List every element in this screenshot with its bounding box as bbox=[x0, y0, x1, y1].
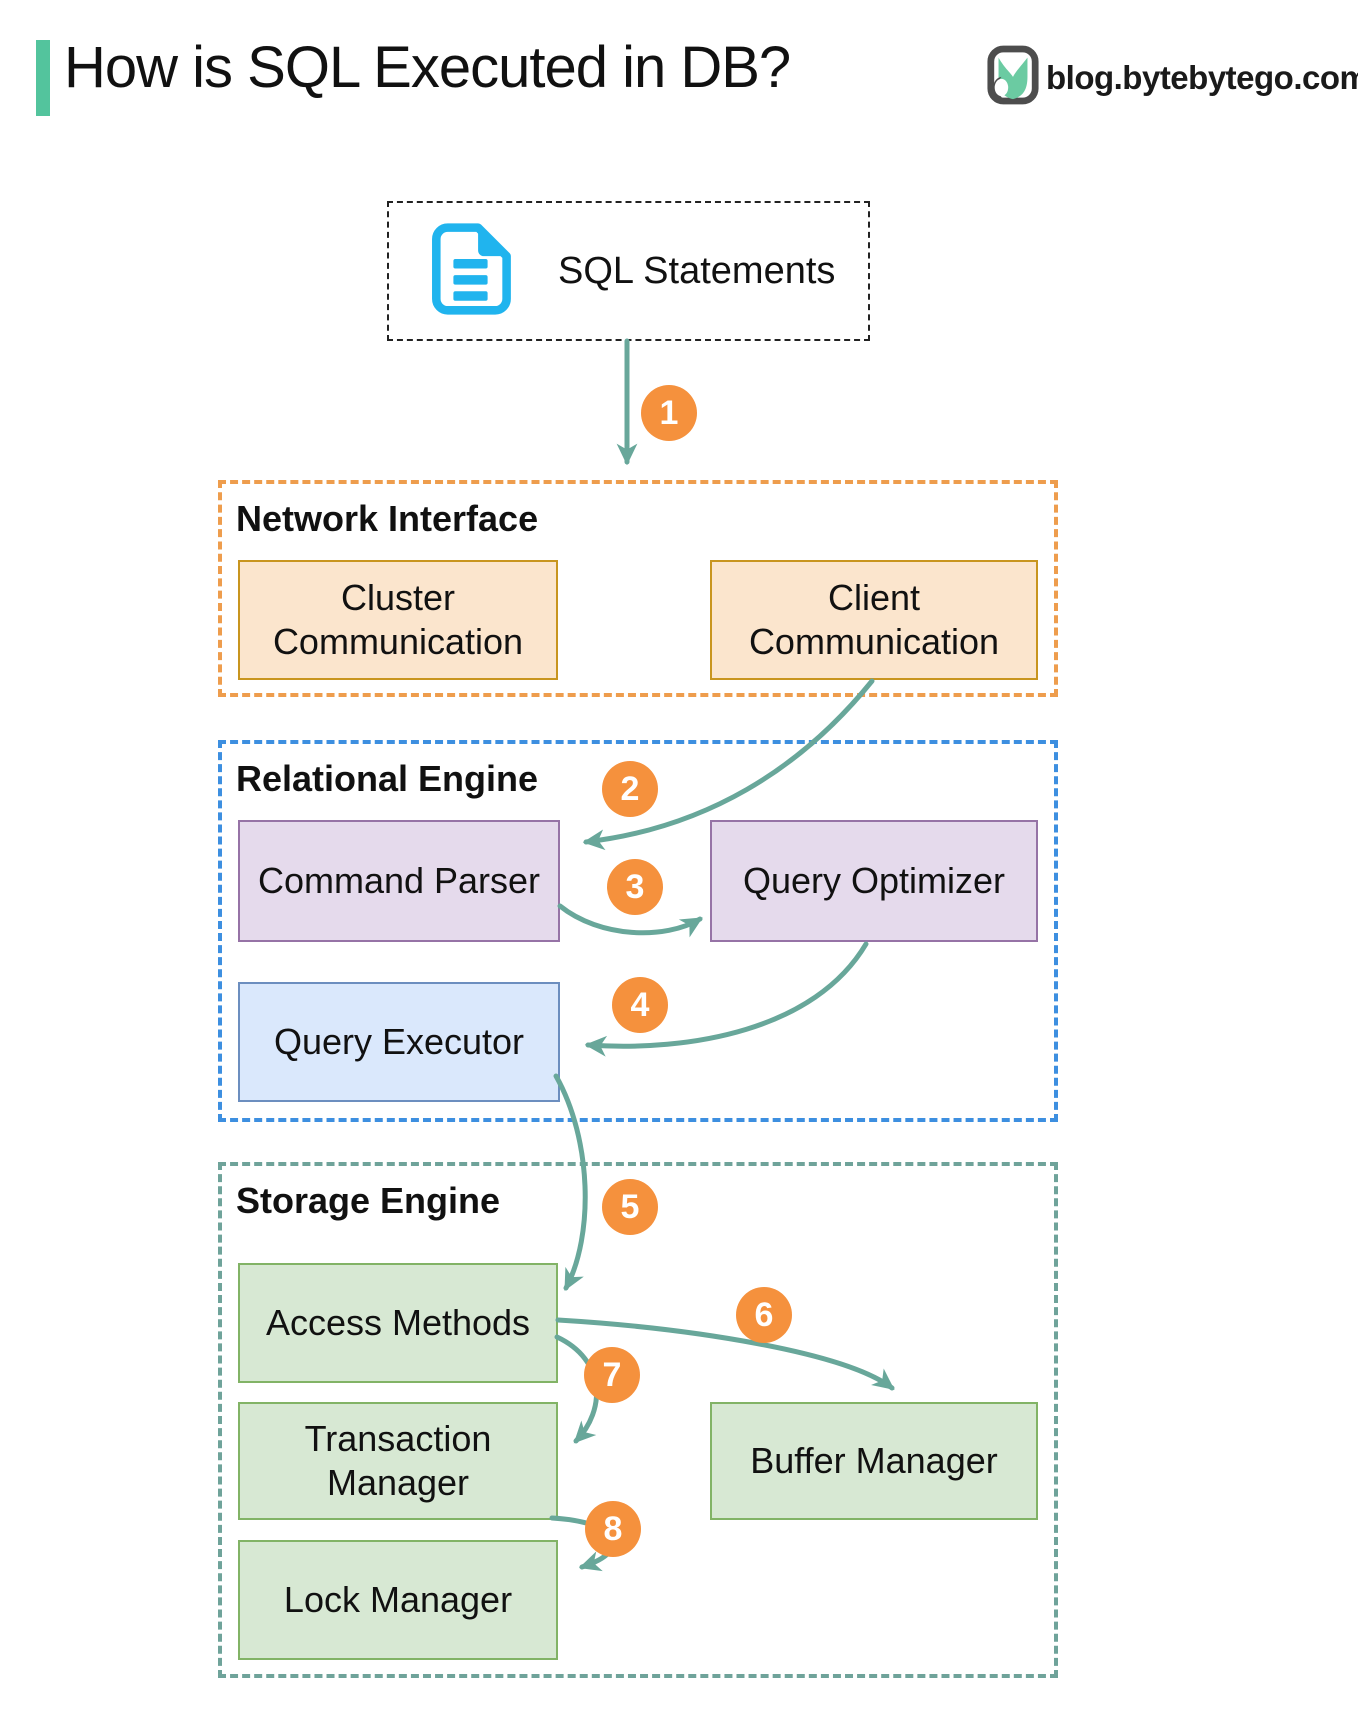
section-network-interface-label: Network Interface bbox=[236, 498, 539, 539]
node-query-executor: Query Executor bbox=[238, 982, 560, 1102]
bytebytego-logo-icon bbox=[986, 44, 1040, 111]
node-cluster-communication-label: Cluster Communication bbox=[272, 577, 524, 662]
sql-document-icon bbox=[423, 221, 518, 321]
node-access-methods: Access Methods bbox=[238, 1263, 558, 1383]
node-transaction-manager: Transaction Manager bbox=[238, 1402, 558, 1520]
section-storage-engine-label: Storage Engine bbox=[236, 1180, 501, 1221]
node-access-methods-label: Access Methods bbox=[265, 1302, 531, 1344]
page-title: How is SQL Executed in DB? bbox=[64, 35, 791, 100]
node-transaction-manager-label: Transaction Manager bbox=[304, 1418, 492, 1503]
brand-site-text: blog.bytebytego.com bbox=[1046, 58, 1358, 96]
node-query-optimizer-label: Query Optimizer bbox=[742, 860, 1006, 902]
step-badge-2: 2 bbox=[602, 761, 658, 817]
node-buffer-manager-label: Buffer Manager bbox=[750, 1440, 998, 1482]
sql-statements-box: SQL Statements bbox=[387, 201, 870, 341]
node-lock-manager: Lock Manager bbox=[238, 1540, 558, 1660]
step-badge-6: 6 bbox=[736, 1287, 792, 1343]
step-badge-4: 4 bbox=[612, 977, 668, 1033]
step-badge-3: 3 bbox=[607, 859, 663, 915]
step-badge-8: 8 bbox=[585, 1501, 641, 1557]
node-cluster-communication: Cluster Communication bbox=[238, 560, 558, 680]
sql-statements-label: SQL Statements bbox=[558, 249, 836, 292]
brand: blog.bytebytego.com bbox=[986, 44, 1358, 111]
node-lock-manager-label: Lock Manager bbox=[283, 1579, 513, 1621]
node-buffer-manager: Buffer Manager bbox=[710, 1402, 1038, 1520]
node-query-executor-label: Query Executor bbox=[273, 1021, 525, 1063]
node-query-optimizer: Query Optimizer bbox=[710, 820, 1038, 942]
node-command-parser-label: Command Parser bbox=[257, 860, 541, 902]
section-relational-engine-label: Relational Engine bbox=[236, 758, 539, 799]
node-client-communication-label: Client Communication bbox=[748, 577, 1000, 662]
step-badge-1: 1 bbox=[641, 385, 697, 441]
title-accent-bar bbox=[36, 40, 50, 116]
node-client-communication: Client Communication bbox=[710, 560, 1038, 680]
section-storage-engine: Storage Engine bbox=[218, 1162, 1058, 1678]
node-command-parser: Command Parser bbox=[238, 820, 560, 942]
section-relational-engine: Relational Engine bbox=[218, 740, 1058, 1122]
step-badge-5: 5 bbox=[602, 1179, 658, 1235]
step-badge-7: 7 bbox=[584, 1347, 640, 1403]
